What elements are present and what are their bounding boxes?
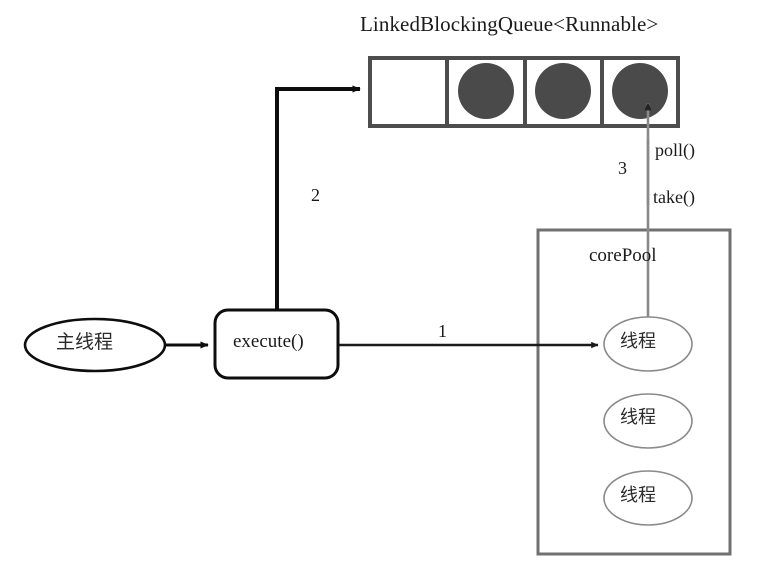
queue-task-circle-2 (535, 63, 591, 119)
queue-container (368, 56, 680, 128)
main-thread-node (23, 317, 167, 373)
thread-ellipse-0 (603, 316, 693, 372)
take-method-label: take() (653, 187, 695, 207)
arrow-execute-to-queue-path (275, 85, 361, 310)
queue-task-circle-3 (612, 63, 668, 119)
core-pool-threads (603, 316, 693, 526)
arrow-label-3: 3 (618, 158, 627, 178)
thread-label-2: 线程 (620, 485, 656, 506)
execute-box-label: execute() (233, 331, 304, 352)
thread-ellipse-1 (603, 393, 693, 449)
main-thread-label: 主线程 (56, 331, 114, 353)
arrow-execute-to-queue (275, 85, 361, 310)
queue-title-label: LinkedBlockingQueue<Runnable> (360, 12, 659, 36)
poll-method-label: poll() (655, 140, 695, 160)
main-thread-ellipse (23, 317, 167, 373)
thread-ellipse-2 (603, 470, 693, 526)
queue-task-circle-1 (458, 63, 514, 119)
core-pool-label: corePool (589, 245, 657, 266)
arrow-label-2: 2 (311, 185, 320, 205)
arrow-label-1: 1 (438, 321, 447, 341)
thread-label-0: 线程 (620, 331, 656, 352)
thread-label-1: 线程 (620, 407, 656, 428)
